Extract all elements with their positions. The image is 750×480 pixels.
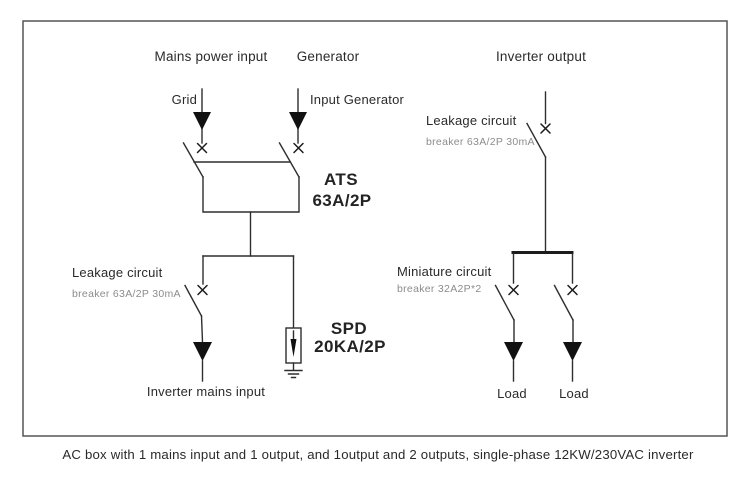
down-arrow-icon — [504, 342, 523, 361]
load-branch-1: Load — [494, 253, 527, 401]
ats-symbol: ATS 63A/2P — [182, 142, 371, 257]
down-arrow-icon — [563, 342, 582, 361]
leakage-circuit-subtitle: breaker 63A/2P 30mA — [72, 288, 181, 300]
miniature-circuit-subtitle: breaker 32A2P*2 — [397, 283, 481, 295]
spd-branch: SPD 20KA/2P — [284, 255, 386, 379]
inverter-mains-input-label: Inverter mains input — [147, 384, 265, 399]
miniature-circuit-title: Miniature circuit — [397, 264, 492, 279]
leakage-circuit-title: Leakage circuit — [72, 265, 163, 280]
breaker-contact-x-icon — [540, 123, 551, 134]
spd-inner-arrow-icon — [290, 339, 297, 357]
generator-input-branch: Input Generator — [289, 88, 405, 154]
spd-name-label: SPD — [331, 319, 367, 338]
ground-icon — [284, 369, 303, 379]
breaker-contact-x-icon — [293, 142, 304, 154]
breaker-contact-x-icon — [567, 284, 578, 296]
breaker-contact-x-icon — [197, 284, 208, 296]
down-arrow-icon — [289, 112, 307, 130]
inverter-output-branch: Leakage circuit breaker 63A/2P 30mA — [426, 91, 574, 254]
breaker-blade — [526, 122, 547, 158]
output-leakage-subtitle: breaker 63A/2P 30mA — [426, 136, 535, 148]
diagram-border — [22, 20, 728, 437]
grid-label: Grid — [172, 92, 197, 107]
breaker-blade — [184, 284, 203, 317]
load-label: Load — [497, 386, 527, 401]
input-generator-label: Input Generator — [310, 92, 405, 107]
load-branch-2: Load — [553, 253, 589, 401]
ats-body — [202, 176, 300, 213]
down-arrow-icon — [193, 342, 212, 361]
ats-left-blade — [182, 142, 204, 178]
load-label: Load — [559, 386, 589, 401]
mains-power-input-label: Mains power input — [155, 49, 268, 64]
ats-rating-label: 63A/2P — [312, 191, 371, 210]
breaker-contact-x-icon — [508, 284, 519, 296]
diagram-caption: AC box with 1 mains input and 1 output, … — [62, 447, 694, 462]
leakage-breaker-branch: Leakage circuit breaker 63A/2P 30mA Inve… — [72, 255, 265, 399]
down-arrow-icon — [193, 112, 211, 130]
breaker-blade — [553, 284, 574, 321]
grid-input-branch: Grid — [172, 88, 211, 154]
inverter-output-label: Inverter output — [496, 49, 586, 64]
ats-right-blade — [278, 142, 300, 178]
spd-rating-label: 20KA/2P — [314, 337, 386, 356]
output-leakage-title: Leakage circuit — [426, 113, 517, 128]
breaker-blade — [494, 284, 515, 321]
branch-line — [200, 315, 204, 343]
breaker-contact-x-icon — [196, 142, 208, 154]
generator-label: Generator — [297, 49, 360, 64]
ats-name-label: ATS — [324, 170, 358, 189]
